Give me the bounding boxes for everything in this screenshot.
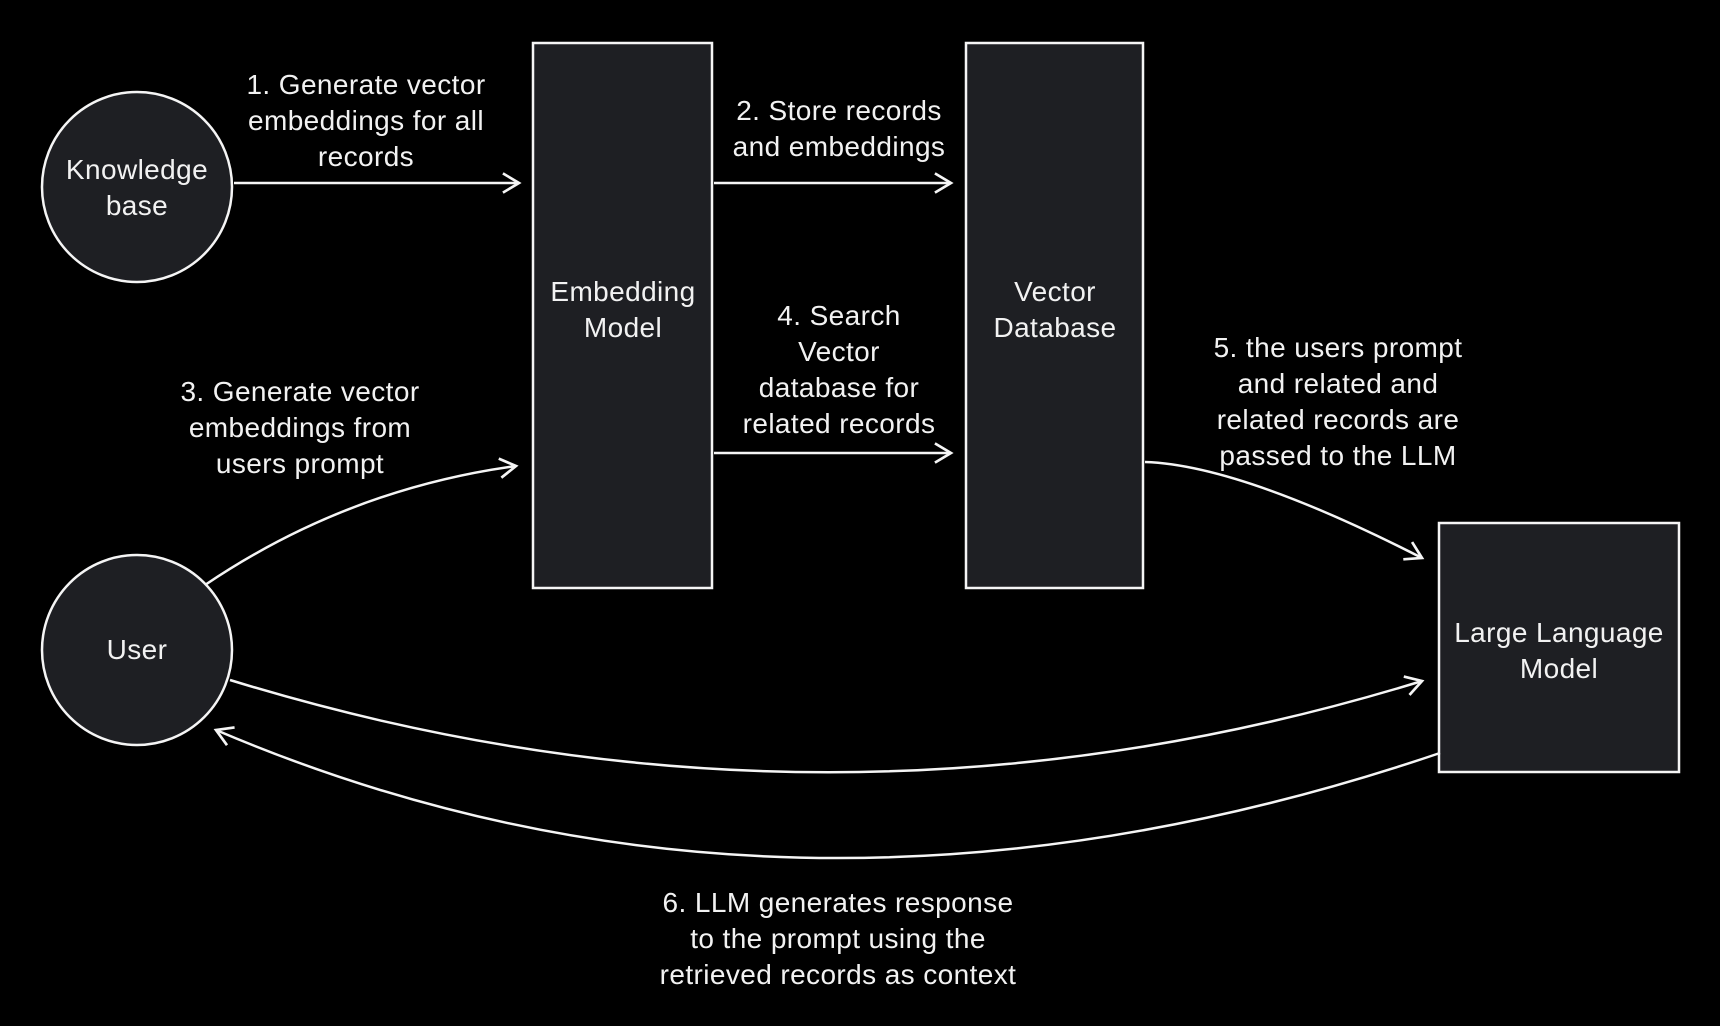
large-language-model-node — [1437, 521, 1681, 774]
knowledge-base-label: Knowledge base — [65, 154, 209, 221]
step1-label: 1. Generate vector embeddings for all re… — [246, 69, 486, 172]
arrow-user-to-embedding-model — [204, 457, 519, 587]
arrow-user-to-llm — [229, 675, 1425, 774]
step5-label: 5. the users prompt and related and rela… — [1213, 332, 1463, 471]
step2-label: 2. Store records and embeddings — [732, 95, 946, 162]
step3-label: 3. Generate vector embeddings from users… — [180, 376, 420, 479]
embedding-model-node — [531, 41, 714, 590]
vector-database-node — [964, 41, 1145, 590]
step4-label: 4. Search Vector database for related re… — [742, 300, 936, 439]
large-language-model-label: Large Language Model — [1454, 617, 1664, 684]
embedding-model-label: Embedding Model — [550, 276, 696, 343]
user-node — [40, 553, 234, 747]
arrow-vector-database-to-llm — [1144, 460, 1425, 561]
knowledge-base-node — [40, 90, 234, 284]
arrow-llm-to-user — [213, 726, 1441, 860]
step6-label: 6. LLM generates response to the prompt … — [659, 887, 1017, 990]
user-label: User — [106, 634, 168, 665]
vector-database-label: Vector Database — [993, 276, 1117, 343]
